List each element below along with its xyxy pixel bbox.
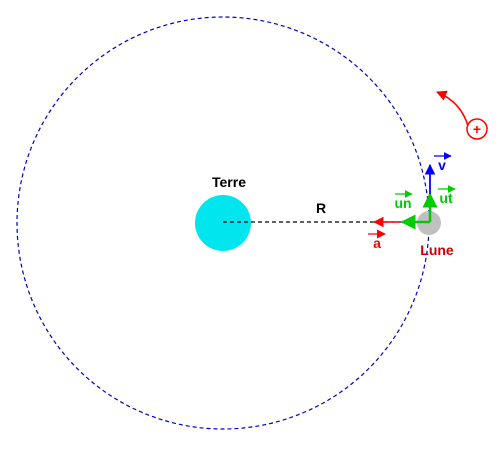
velocity-label: v bbox=[438, 157, 446, 173]
tangential-unit-label: ut bbox=[439, 190, 453, 206]
positive-sign-circle bbox=[466, 118, 488, 140]
normal-unit-label: un bbox=[394, 195, 411, 211]
radius-label: R bbox=[316, 200, 326, 216]
rotation-direction-arrow bbox=[436, 90, 469, 127]
moon-label: Lune bbox=[420, 242, 454, 258]
earth-label: Terre bbox=[212, 174, 246, 190]
positive-sign-label: + bbox=[473, 121, 481, 137]
acceleration-label: a bbox=[373, 235, 381, 251]
earth bbox=[195, 195, 251, 251]
